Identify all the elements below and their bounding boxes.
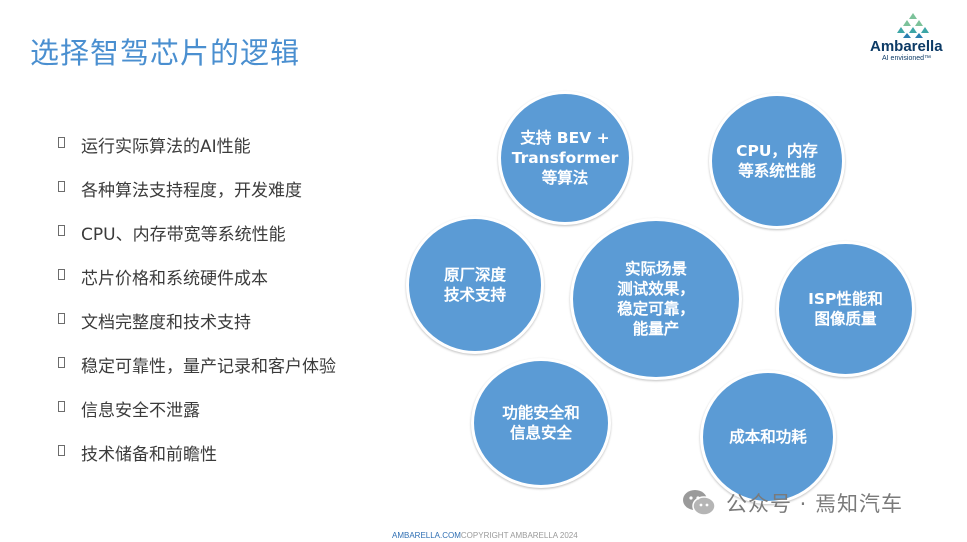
circle-label: 支持 BEV + Transformer 等算法 <box>511 129 619 187</box>
logo-name: Ambarella <box>870 38 943 55</box>
bullet-box-icon <box>58 445 65 456</box>
logo-tagline: AI envisioned™ <box>882 55 932 62</box>
bullet-text: 信息安全不泄露 <box>81 401 200 421</box>
bullet-text: 各种算法支持程度，开发难度 <box>81 181 302 201</box>
circle-bev-transformer: 支持 BEV + Transformer 等算法 <box>498 91 632 225</box>
bullet-box-icon <box>58 357 65 368</box>
circle-cpu-memory: CPU，内存 等系统性能 <box>709 93 845 229</box>
bullet-item: 运行实际算法的AI性能 <box>58 132 336 176</box>
circle-label: 实际场景 测试效果， 稳定可靠， 能量产 <box>617 260 695 338</box>
circle-label: 功能安全和 信息安全 <box>502 404 580 442</box>
bullet-box-icon <box>58 225 65 236</box>
circle-isp-image: ISP性能和 图像质量 <box>776 241 915 377</box>
bullet-text: 文档完整度和技术支持 <box>81 313 251 333</box>
bullet-box-icon <box>58 401 65 412</box>
bullet-box-icon <box>58 181 65 192</box>
circle-safety-security: 功能安全和 信息安全 <box>471 358 611 488</box>
circle-label: 成本和功耗 <box>729 428 807 446</box>
bullet-item: 各种算法支持程度，开发难度 <box>58 176 336 220</box>
circle-label: ISP性能和 图像质量 <box>808 290 883 328</box>
footer: AMBARELLA.COMCOPYRIGHT AMBARELLA 2024 <box>392 531 578 540</box>
bullet-text: 稳定可靠性，量产记录和客户体验 <box>81 357 336 377</box>
bullet-text: CPU、内存带宽等系统性能 <box>81 225 286 245</box>
wechat-icon <box>683 490 716 516</box>
bullet-item: 技术储备和前瞻性 <box>58 440 336 484</box>
bullet-box-icon <box>58 269 65 280</box>
bullet-item: 芯片价格和系统硬件成本 <box>58 264 336 308</box>
bullet-list: 运行实际算法的AI性能 各种算法支持程度，开发难度 CPU、内存带宽等系统性能 … <box>58 132 336 484</box>
bullet-item: 文档完整度和技术支持 <box>58 308 336 352</box>
circle-label: 原厂深度 技术支持 <box>443 266 506 304</box>
bullet-box-icon <box>58 137 65 148</box>
logo-triangles-icon <box>897 13 929 38</box>
footer-site-link[interactable]: AMBARELLA.COM <box>392 531 461 540</box>
bullet-item: 信息安全不泄露 <box>58 396 336 440</box>
bullet-item: 稳定可靠性，量产记录和客户体验 <box>58 352 336 396</box>
watermark: 公众号 · 焉知汽车 <box>682 488 903 518</box>
circle-field-testing: 实际场景 测试效果， 稳定可靠， 能量产 <box>570 218 742 380</box>
ambarella-logo: Ambarella AI envisioned™ <box>868 12 958 64</box>
footer-copyright: COPYRIGHT AMBARELLA 2024 <box>460 531 578 540</box>
bullet-text: 运行实际算法的AI性能 <box>81 137 251 157</box>
bullet-text: 技术储备和前瞻性 <box>81 445 217 465</box>
bullet-item: CPU、内存带宽等系统性能 <box>58 220 336 264</box>
circle-vendor-support: 原厂深度 技术支持 <box>406 216 544 354</box>
bullet-box-icon <box>58 313 65 324</box>
slide-title: 选择智驾芯片的逻辑 <box>30 36 301 70</box>
circle-cost-power: 成本和功耗 <box>700 370 836 504</box>
watermark-text: 公众号 · 焉知汽车 <box>726 492 904 516</box>
bullet-text: 芯片价格和系统硬件成本 <box>81 269 268 289</box>
circle-label: CPU，内存 等系统性能 <box>736 142 818 180</box>
